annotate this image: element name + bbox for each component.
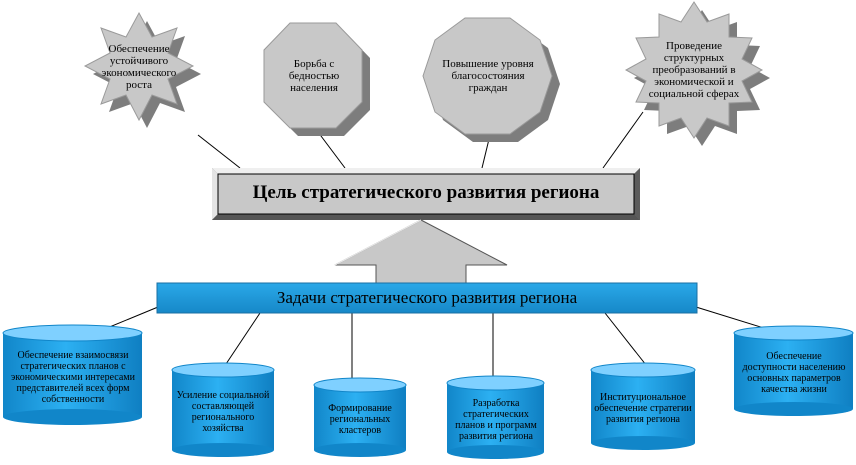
task-cylinder-1 (2, 324, 143, 425)
outcome-label-2: Борьба с бедностью населения (288, 58, 340, 94)
task-cylinder-6 (733, 325, 854, 416)
connector-outcome-1 (197, 134, 241, 169)
outcome-label-3: Повышение уровня благосостояния граждан (442, 58, 534, 94)
task-cylinder-2 (171, 362, 275, 457)
connector-task-2 (221, 312, 261, 371)
goal-connectors (197, 111, 644, 169)
outcome-shape-1 (83, 11, 201, 128)
outcome-shape-4 (624, 1, 770, 146)
task-label-3: Формирование региональных кластеров (328, 402, 392, 436)
outcome-label-1: Обеспечение устойчивого экономического р… (101, 43, 177, 91)
outcome-shape-3 (422, 17, 560, 142)
up-arrow (334, 219, 508, 284)
outcome-label-4: Проведение структурных преобразований в … (648, 40, 740, 100)
task-label-5: Институциональное обеспечение стратегии … (594, 391, 692, 425)
goal-title: Цель стратегического развития региона (252, 182, 600, 203)
connector-task-5 (604, 312, 651, 371)
task-label-4: Разработка стратегических планов и прогр… (455, 398, 537, 442)
task-label-1: Обеспечение взаимосвязи стратегических п… (11, 349, 135, 405)
task-cylinder-4 (446, 375, 545, 459)
goal-box (212, 168, 640, 220)
outcome-shape-2 (263, 22, 370, 136)
task-label-6: Обеспечение доступности населению основн… (742, 351, 846, 395)
task-cylinder-3 (313, 377, 407, 457)
connector-outcome-4 (602, 111, 644, 169)
task-cylinder-5 (590, 362, 696, 450)
tasks-bar (156, 282, 698, 314)
task-label-2: Усиление социальной составляющей региона… (176, 390, 270, 434)
tasks-bar-title: Задачи стратегического развития региона (276, 288, 578, 307)
